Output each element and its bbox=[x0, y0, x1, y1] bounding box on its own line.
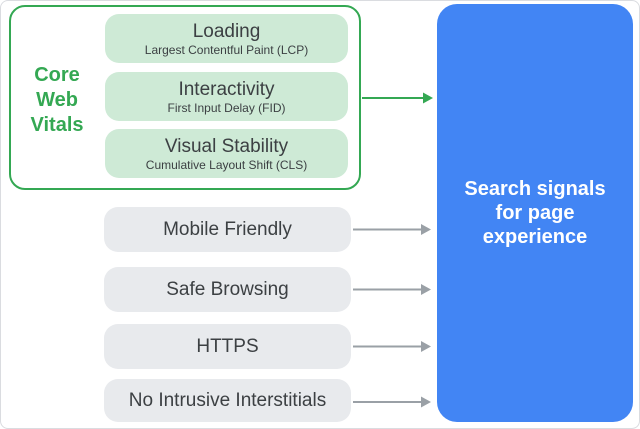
cwv-pill-loading-subtitle: Largest Contentful Paint (LCP) bbox=[144, 42, 309, 57]
cwv-pill-interactivity: Interactivity First Input Delay (FID) bbox=[105, 72, 348, 121]
signal-pill-no-intrusive-interstitials-label: No Intrusive Interstitials bbox=[128, 389, 327, 411]
search-signals-box: Search signals for page experience bbox=[437, 4, 633, 422]
cwv-pill-visual-stability-subtitle: Cumulative Layout Shift (CLS) bbox=[145, 157, 308, 172]
gray-arrow-icon-no-intrusive-interstitials bbox=[353, 396, 431, 408]
cwv-pill-visual-stability: Visual Stability Cumulative Layout Shift… bbox=[105, 129, 348, 178]
signal-pill-safe-browsing-label: Safe Browsing bbox=[166, 278, 289, 300]
signal-pill-safe-browsing: Safe Browsing bbox=[104, 267, 351, 312]
signal-pill-https: HTTPS bbox=[104, 324, 351, 369]
signal-pill-https-label: HTTPS bbox=[196, 335, 259, 357]
cwv-pill-interactivity-title: Interactivity bbox=[178, 78, 275, 100]
green-arrow-icon bbox=[362, 92, 433, 104]
core-web-vitals-label: Core Web Vitals bbox=[30, 64, 84, 136]
cwv-pill-loading-title: Loading bbox=[192, 20, 261, 42]
gray-arrow-icon-safe-browsing bbox=[353, 284, 431, 295]
cwv-pill-interactivity-subtitle: First Input Delay (FID) bbox=[167, 100, 286, 115]
signal-pill-mobile-friendly: Mobile Friendly bbox=[104, 207, 351, 252]
search-signals-label: Search signals for page experience bbox=[464, 178, 606, 248]
cwv-pill-loading: Loading Largest Contentful Paint (LCP) bbox=[105, 14, 348, 63]
cwv-pill-visual-stability-title: Visual Stability bbox=[164, 135, 289, 157]
core-web-vitals-group bbox=[9, 5, 361, 190]
gray-arrow-icon-https bbox=[353, 341, 431, 352]
gray-arrow-icon-mobile-friendly bbox=[353, 224, 431, 235]
signal-pill-no-intrusive-interstitials: No Intrusive Interstitials bbox=[104, 379, 351, 422]
signal-pill-mobile-friendly-label: Mobile Friendly bbox=[163, 218, 292, 240]
